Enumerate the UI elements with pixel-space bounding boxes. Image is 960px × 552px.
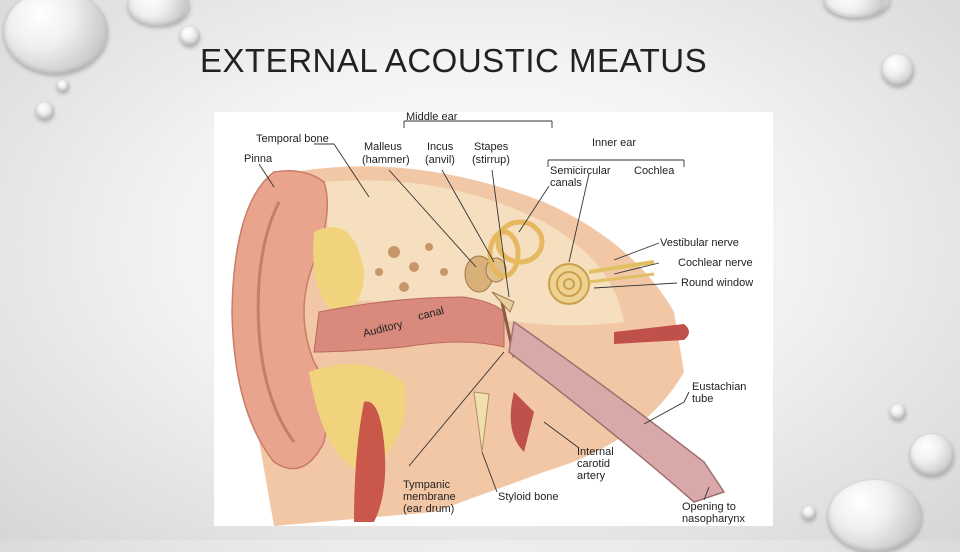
label-incus: Incus xyxy=(427,141,454,153)
water-drop-decoration xyxy=(910,434,954,476)
label-tympanic-membrane-3: (ear drum) xyxy=(403,503,454,515)
water-drop-decoration xyxy=(824,0,890,18)
label-temporal-bone: Temporal bone xyxy=(256,133,329,145)
label-styloid-bone: Styloid bone xyxy=(498,491,559,503)
group-label-inner-ear: Inner ear xyxy=(592,137,636,149)
auditory-canal-shape xyxy=(313,296,505,353)
label-eustachian-tube-2: tube xyxy=(692,393,713,405)
label-internal-carotid-artery: Internal xyxy=(577,446,614,458)
group-label-middle-ear: Middle ear xyxy=(406,112,458,123)
water-drop-decoration xyxy=(828,480,922,552)
water-drop-decoration xyxy=(57,80,69,92)
label-vestibular-nerve: Vestibular nerve xyxy=(660,237,739,249)
label-tympanic-membrane: Tympanic xyxy=(403,479,451,491)
water-drop-decoration xyxy=(128,0,190,26)
label-cochlear-nerve: Cochlear nerve xyxy=(678,257,753,269)
water-drop-decoration xyxy=(890,404,906,420)
label-malleus-alt: (hammer) xyxy=(362,154,410,166)
label-malleus: Malleus xyxy=(364,141,402,153)
label-round-window: Round window xyxy=(681,277,753,289)
water-drop-decoration xyxy=(802,506,816,520)
label-semicircular-canals-2: canals xyxy=(550,177,582,189)
ear-anatomy-diagram: Middle ear Temporal bone Pinna Malleus (… xyxy=(214,112,773,526)
label-incus-alt: (anvil) xyxy=(425,154,455,166)
label-cochlea: Cochlea xyxy=(634,165,675,177)
label-opening-to-nasopharynx-2: nasopharynx xyxy=(682,513,745,525)
water-drop-decoration xyxy=(4,0,108,74)
water-drop-decoration xyxy=(180,26,200,46)
label-stapes: Stapes xyxy=(474,141,509,153)
label-pinna: Pinna xyxy=(244,153,273,165)
label-internal-carotid-artery-2: carotid xyxy=(577,458,610,470)
label-stapes-alt: (stirrup) xyxy=(472,154,510,166)
label-semicircular-canals: Semicircular xyxy=(550,165,611,177)
label-internal-carotid-artery-3: artery xyxy=(577,470,606,482)
label-tympanic-membrane-2: membrane xyxy=(403,491,456,503)
label-opening-to-nasopharynx: Opening to xyxy=(682,501,736,513)
water-drop-decoration xyxy=(882,54,914,86)
eustachian-tube-shape xyxy=(508,320,726,503)
label-eustachian-tube: Eustachian xyxy=(692,381,746,393)
water-drop-decoration xyxy=(36,102,54,120)
slide-title: EXTERNAL ACOUSTIC MEATUS xyxy=(200,42,708,79)
